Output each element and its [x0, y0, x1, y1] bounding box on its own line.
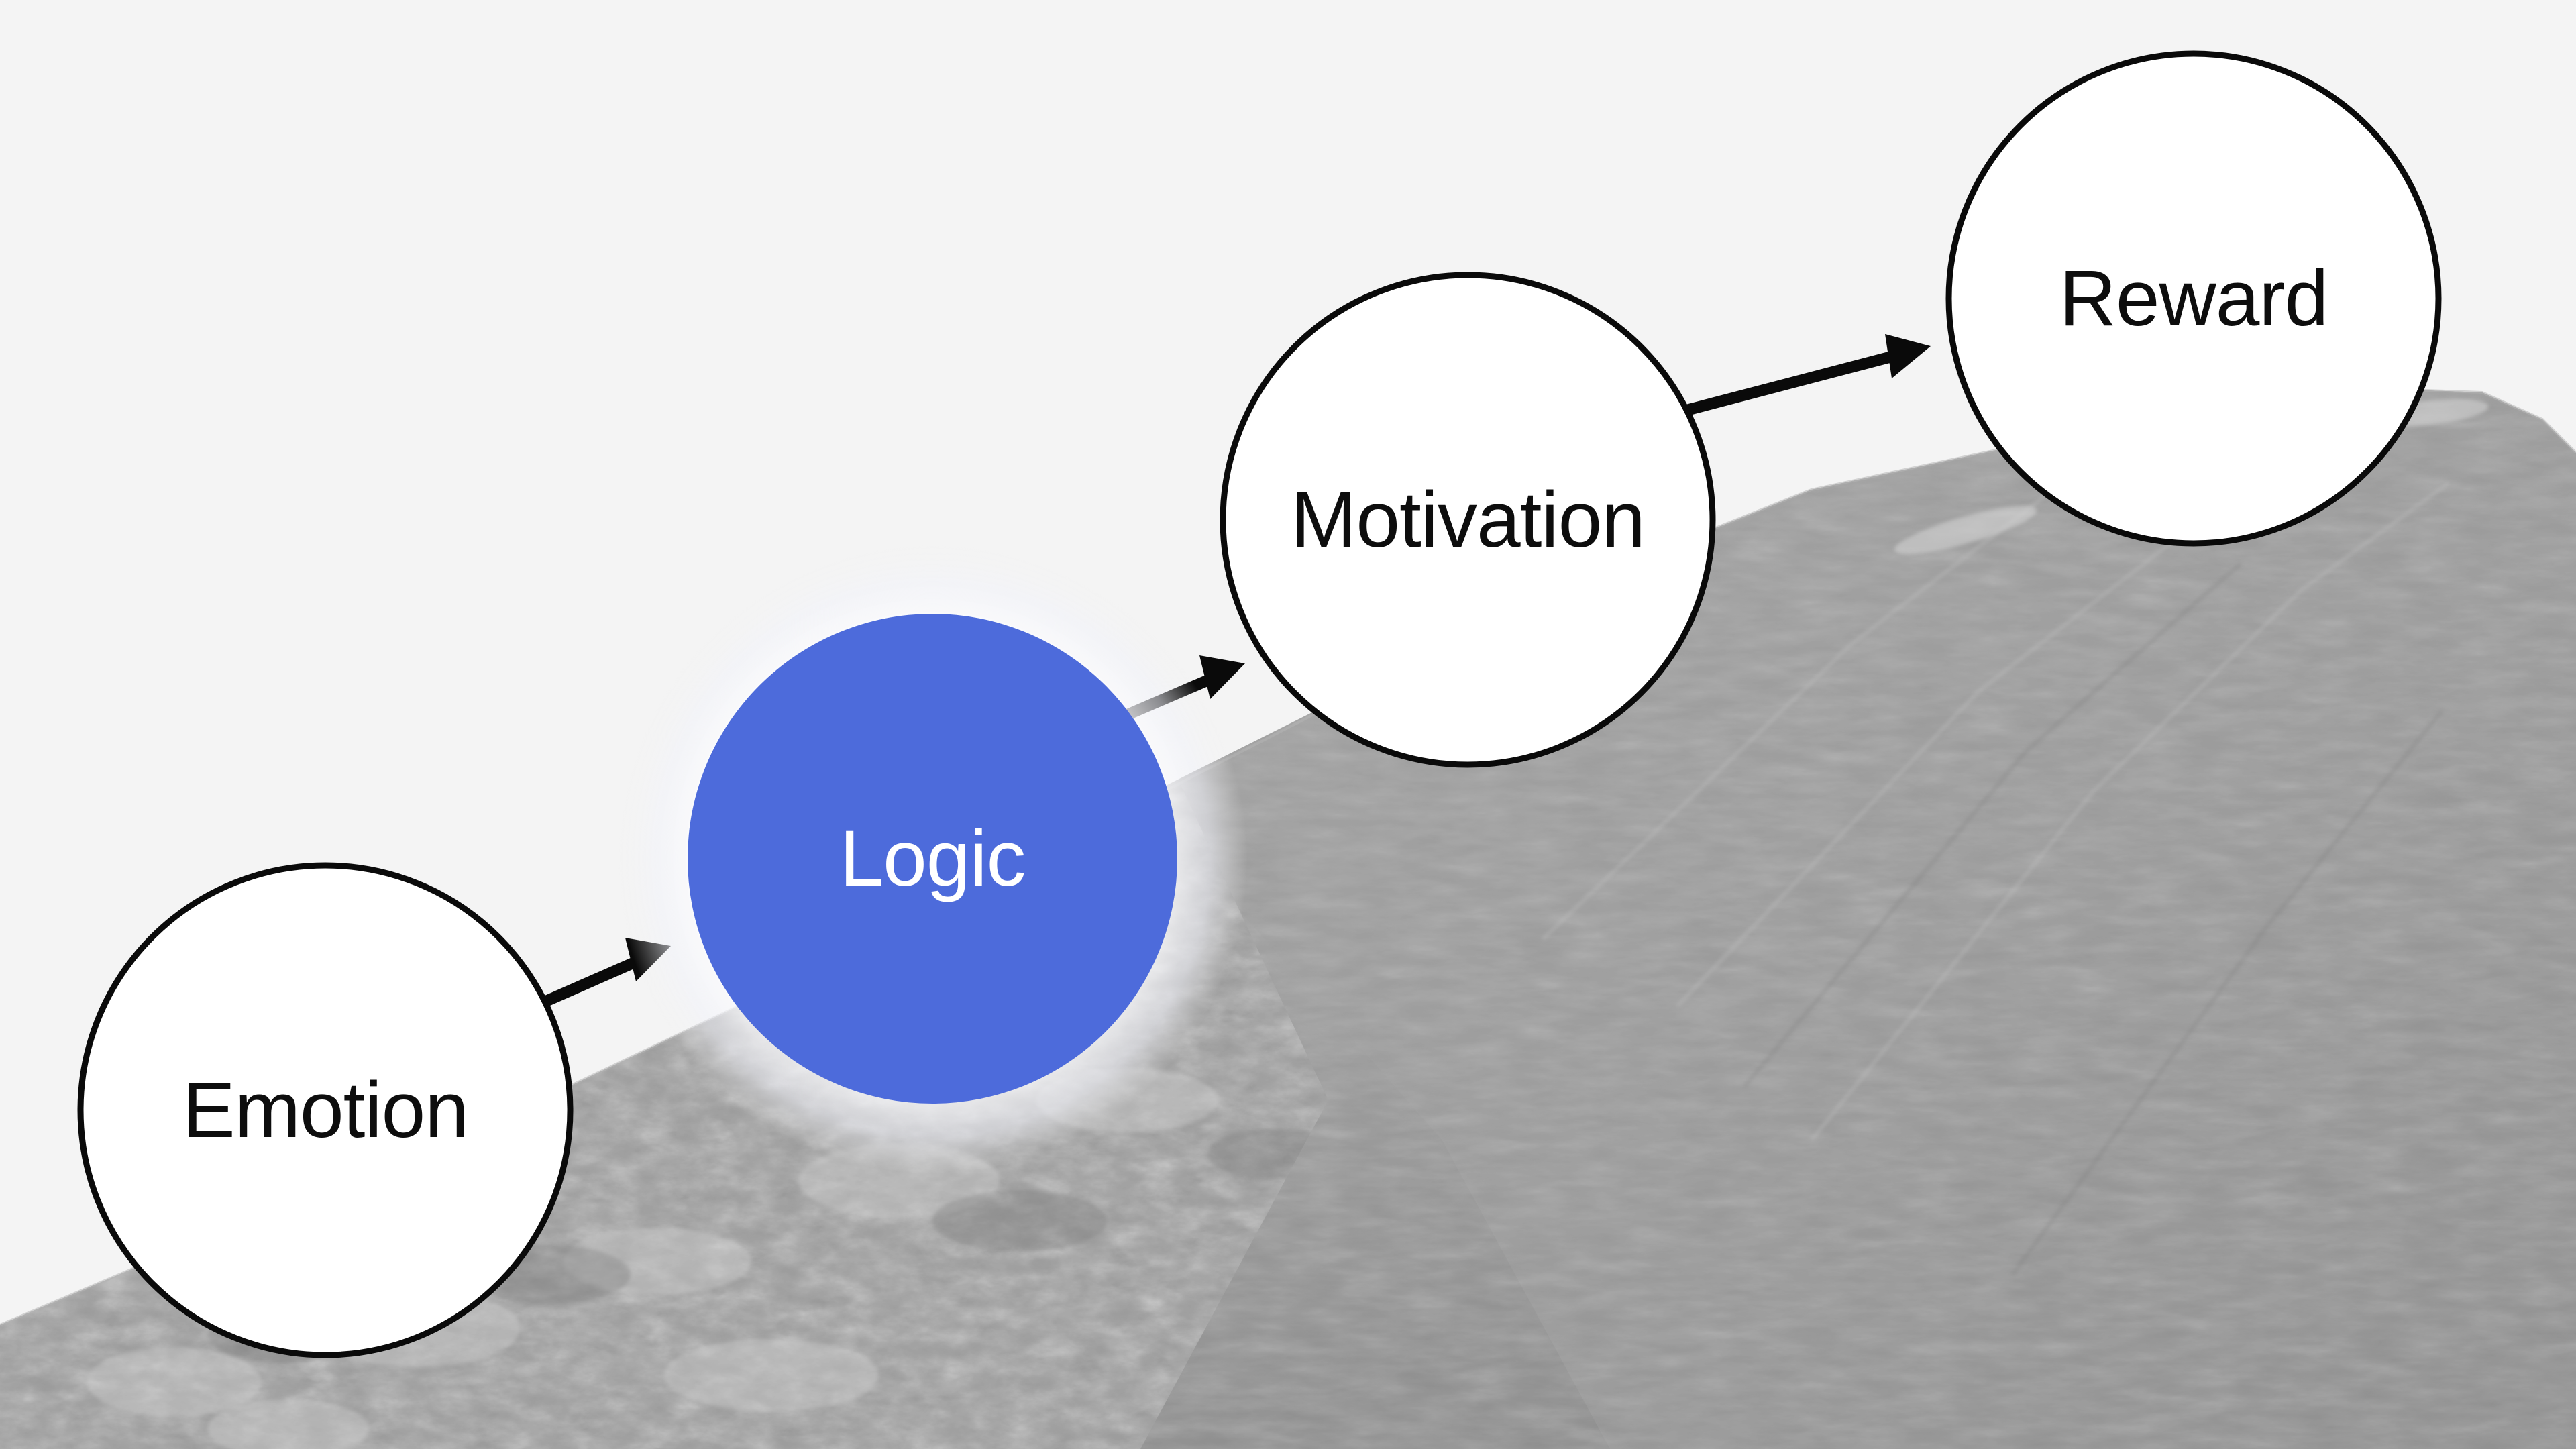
node-label-motivation: Motivation	[1291, 476, 1645, 564]
node-logic[interactable]: Logic	[617, 543, 1248, 1174]
node-motivation[interactable]: Motivation	[1220, 272, 1716, 768]
node-label-reward: Reward	[2059, 254, 2328, 343]
edge-motivation-to-reward	[1683, 334, 1931, 417]
node-circle[interactable]	[77, 862, 574, 1358]
edge-line	[1683, 346, 1911, 417]
node-emotion[interactable]: Emotion	[77, 862, 574, 1358]
node-circle[interactable]	[1945, 50, 2442, 547]
node-circle[interactable]	[1220, 272, 1716, 768]
node-circle[interactable]	[688, 614, 1177, 1104]
arrowhead-icon	[1885, 334, 1931, 378]
node-label-emotion: Emotion	[182, 1066, 468, 1155]
node-label-logic: Logic	[839, 814, 1025, 903]
arrowhead-icon	[1199, 655, 1245, 699]
node-reward[interactable]: Reward	[1945, 50, 2442, 547]
